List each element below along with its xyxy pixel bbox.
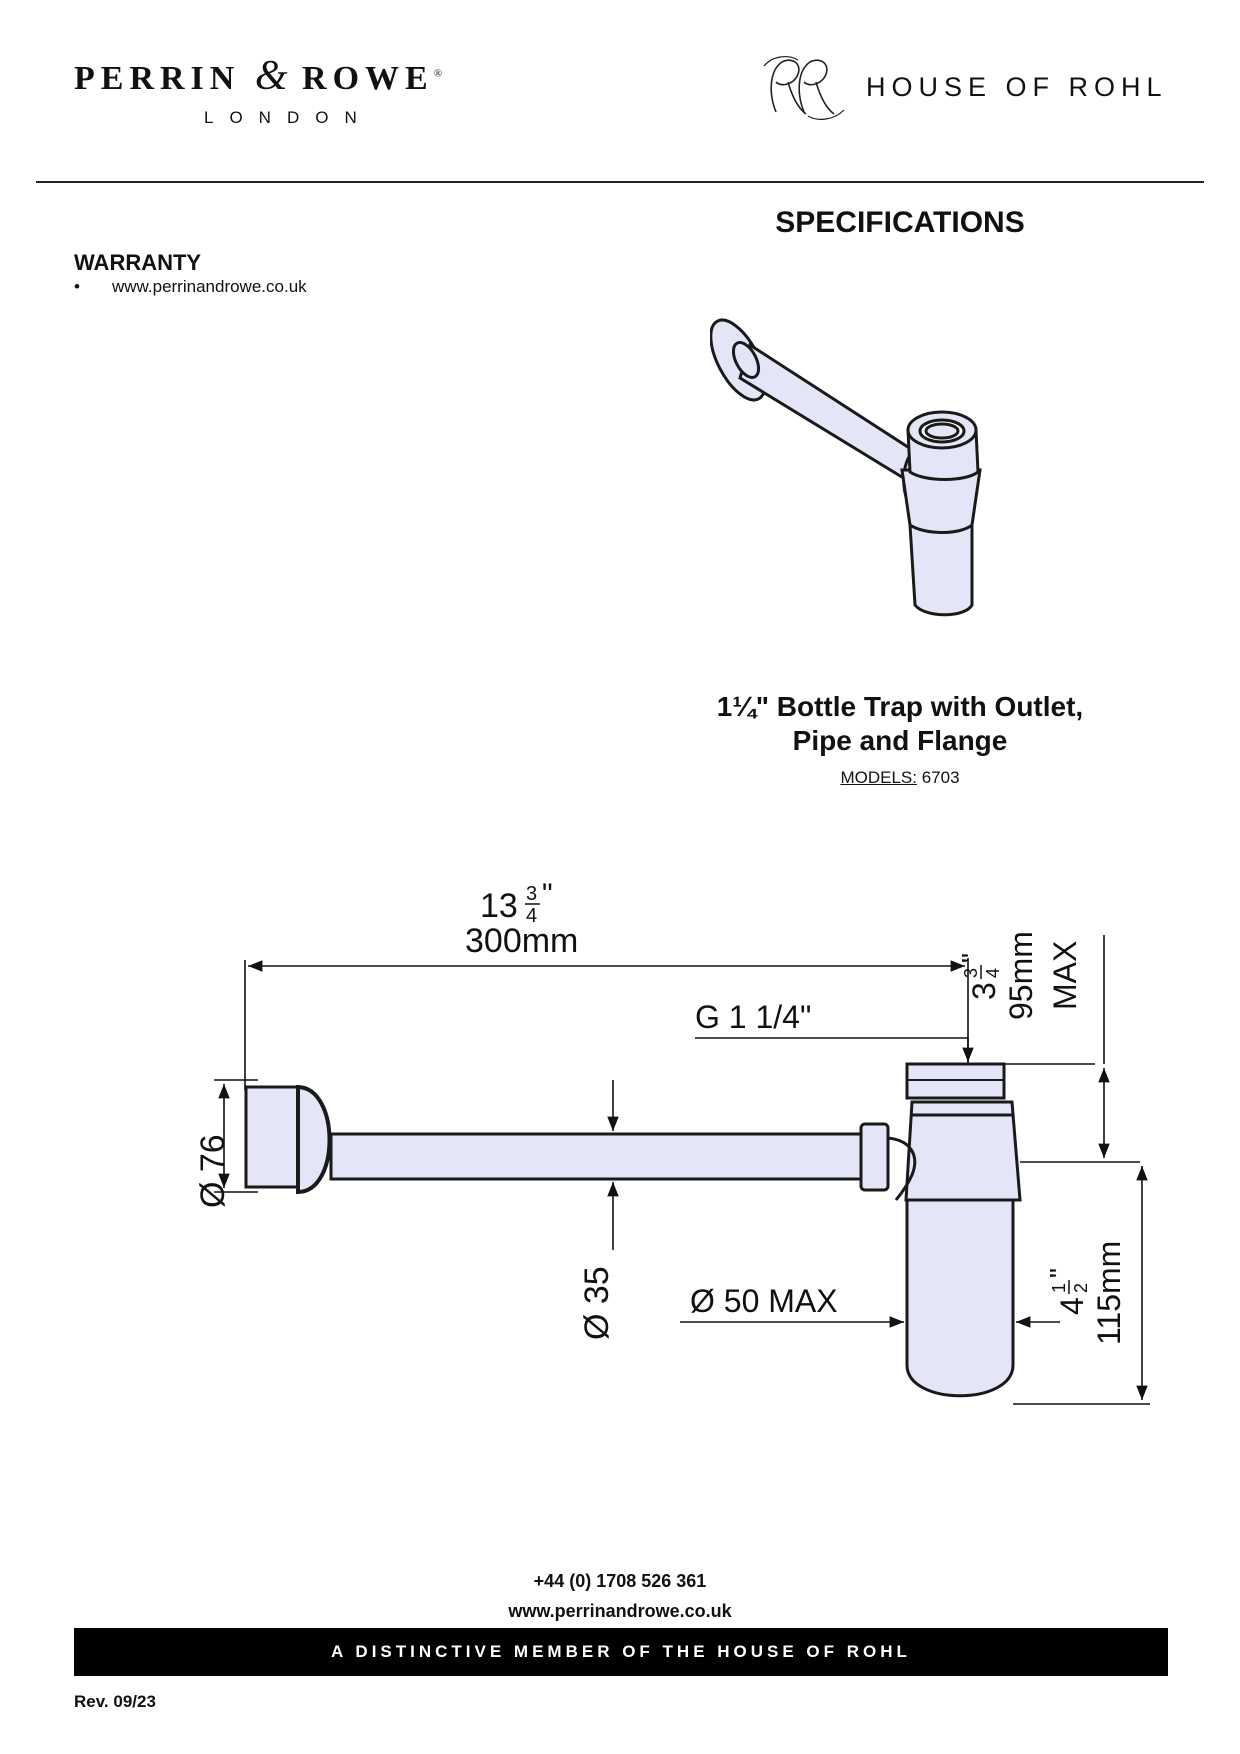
brand-name: PERRIN & ROWE® bbox=[74, 53, 443, 99]
flange-diameter: Ø 76 bbox=[194, 1134, 232, 1208]
contact-website[interactable]: www.perrinandrowe.co.uk bbox=[508, 1601, 732, 1621]
right-top-imperial-whole: 3 bbox=[966, 982, 1002, 1000]
drawing-flange-dome bbox=[296, 1084, 332, 1195]
length-frac-num: 3 bbox=[526, 883, 537, 905]
drawing-trap-lower bbox=[905, 1198, 1015, 1398]
models-label: MODELS: bbox=[840, 768, 917, 787]
trap-body-shape bbox=[900, 468, 982, 617]
drawing-flange bbox=[244, 1085, 300, 1189]
right-top-inch-mark: " bbox=[956, 953, 987, 963]
technical-drawing: 13 3 4 " 300mm G 1 1/4" 3 3 4 " 95mm MAX… bbox=[194, 878, 1150, 1405]
right-bottom-frac-den: 2 bbox=[1071, 1283, 1091, 1293]
pipe-diameter: Ø 35 bbox=[578, 1266, 616, 1340]
right-bottom-inch-mark: " bbox=[1044, 1268, 1075, 1278]
models-value: 6703 bbox=[921, 768, 960, 787]
house-of-rohl-text: HOUSE OF ROHL bbox=[866, 72, 1168, 102]
length-imperial-whole: 13 bbox=[480, 887, 518, 925]
bottle-trap-illustration bbox=[710, 318, 982, 617]
brand-city: LONDON bbox=[204, 108, 373, 127]
drawing-pipe bbox=[329, 1132, 863, 1181]
right-top-frac-num: 3 bbox=[961, 968, 981, 978]
bottle-diameter: Ø 50 MAX bbox=[690, 1283, 838, 1319]
drawing-trap-upper bbox=[904, 1100, 1022, 1202]
length-metric: 300mm bbox=[465, 922, 578, 960]
revision-label: Rev. 09/23 bbox=[74, 1692, 156, 1711]
warranty-list: www.perrinandrowe.co.uk bbox=[74, 277, 307, 297]
product-title-line2: Pipe and Flange bbox=[792, 725, 1008, 756]
tagline-bar: A DISTINCTIVE MEMBER OF THE HOUSE OF ROH… bbox=[74, 1628, 1168, 1676]
warranty-title: WARRANTY bbox=[74, 250, 202, 275]
house-of-rohl-logo: HOUSE OF ROHL bbox=[758, 52, 1178, 122]
specifications-title: SPECIFICATIONS bbox=[775, 206, 1025, 239]
length-frac-den: 4 bbox=[526, 905, 537, 927]
right-bottom-metric: 115mm bbox=[1091, 1241, 1127, 1345]
right-top-frac-den: 4 bbox=[983, 968, 1003, 978]
models-line: MODELS: 6703 bbox=[640, 768, 1160, 788]
right-bottom-frac-num: 1 bbox=[1049, 1283, 1069, 1293]
warranty-item: www.perrinandrowe.co.uk bbox=[74, 277, 307, 297]
right-bottom-imperial-whole: 4 bbox=[1054, 1297, 1090, 1315]
product-title-line1: 1¼" Bottle Trap with Outlet, bbox=[716, 691, 1084, 722]
rr-monogram-icon bbox=[763, 56, 845, 120]
perrin-rowe-logo: PERRIN & ROWE® LONDON bbox=[74, 52, 524, 128]
header-divider bbox=[36, 181, 1204, 183]
drawing-collar bbox=[859, 1122, 890, 1192]
length-inch-mark: " bbox=[542, 878, 553, 911]
thread-size: G 1 1/4" bbox=[695, 999, 811, 1035]
pipe-shape bbox=[738, 342, 930, 488]
right-top-metric: 95mm bbox=[1003, 931, 1039, 1020]
product-title: 1¼" Bottle Trap with Outlet, Pipe and Fl… bbox=[640, 690, 1160, 758]
contact-phone: +44 (0) 1708 526 361 bbox=[533, 1571, 707, 1591]
right-top-note: MAX bbox=[1047, 941, 1083, 1010]
